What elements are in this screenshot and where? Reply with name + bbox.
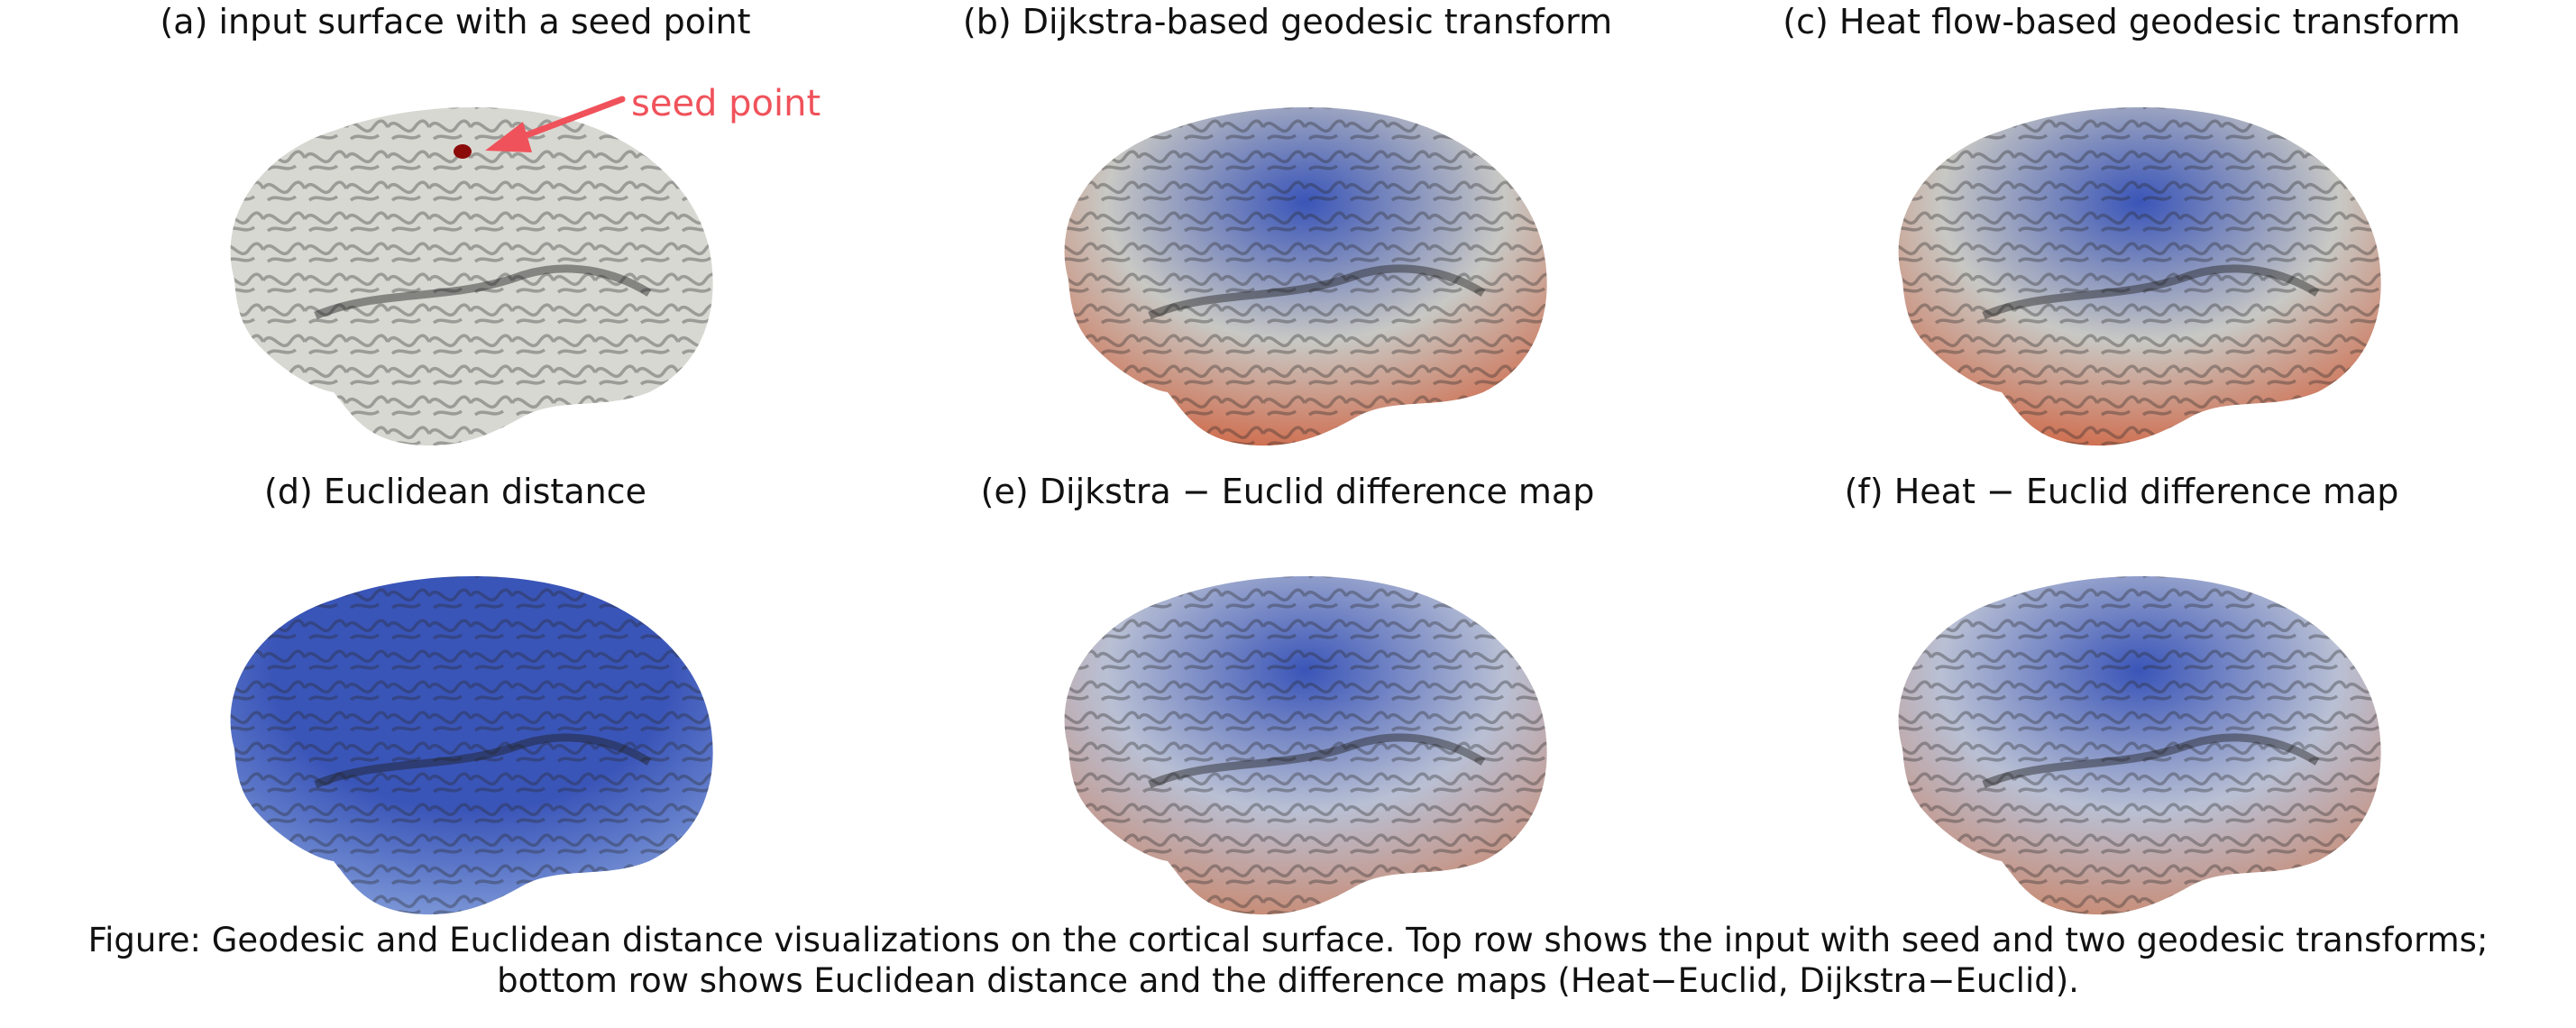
- lateral-sulcus: [1982, 264, 2320, 320]
- lateral-sulcus: [1148, 264, 1486, 320]
- lateral-sulcus: [314, 733, 652, 789]
- cortex-folds: [1064, 106, 1547, 446]
- brain-render-f: [1898, 575, 2381, 915]
- panel-title-c: (c) Heat flow-based geodesic transform: [1783, 2, 2461, 41]
- figure-caption: Figure: Geodesic and Euclidean distance …: [0, 920, 2576, 1001]
- brain-render-b: [1064, 106, 1547, 446]
- panel-title-a: (a) input surface with a seed point: [160, 2, 751, 41]
- seed-point-label: seed point: [631, 83, 821, 124]
- cortex-folds: [230, 575, 713, 915]
- cortex-folds: [230, 106, 713, 446]
- caption-line-1: Figure: Geodesic and Euclidean distance …: [87, 921, 2489, 959]
- panel-title-f: (f) Heat − Euclid difference map: [1844, 472, 2399, 511]
- brain-render-a: [230, 106, 713, 446]
- caption-line-2: bottom row shows Euclidean distance and …: [497, 961, 2079, 1000]
- cortex-folds: [1064, 575, 1547, 915]
- brain-render-d: [230, 575, 713, 915]
- lateral-sulcus: [1982, 733, 2320, 789]
- seed-arrow: [485, 96, 626, 152]
- panel-title-b: (b) Dijkstra-based geodesic transform: [962, 2, 1613, 41]
- brain-render-e: [1064, 575, 1547, 915]
- cortex-folds: [1898, 575, 2381, 915]
- panel-title-d: (d) Euclidean distance: [264, 472, 646, 511]
- lateral-sulcus: [1148, 733, 1486, 789]
- cortex-folds: [1898, 106, 2381, 446]
- brain-render-c: [1898, 106, 2381, 446]
- seed-point-marker: [454, 144, 472, 159]
- panel-title-e: (e) Dijkstra − Euclid difference map: [980, 472, 1595, 511]
- lateral-sulcus: [314, 264, 652, 320]
